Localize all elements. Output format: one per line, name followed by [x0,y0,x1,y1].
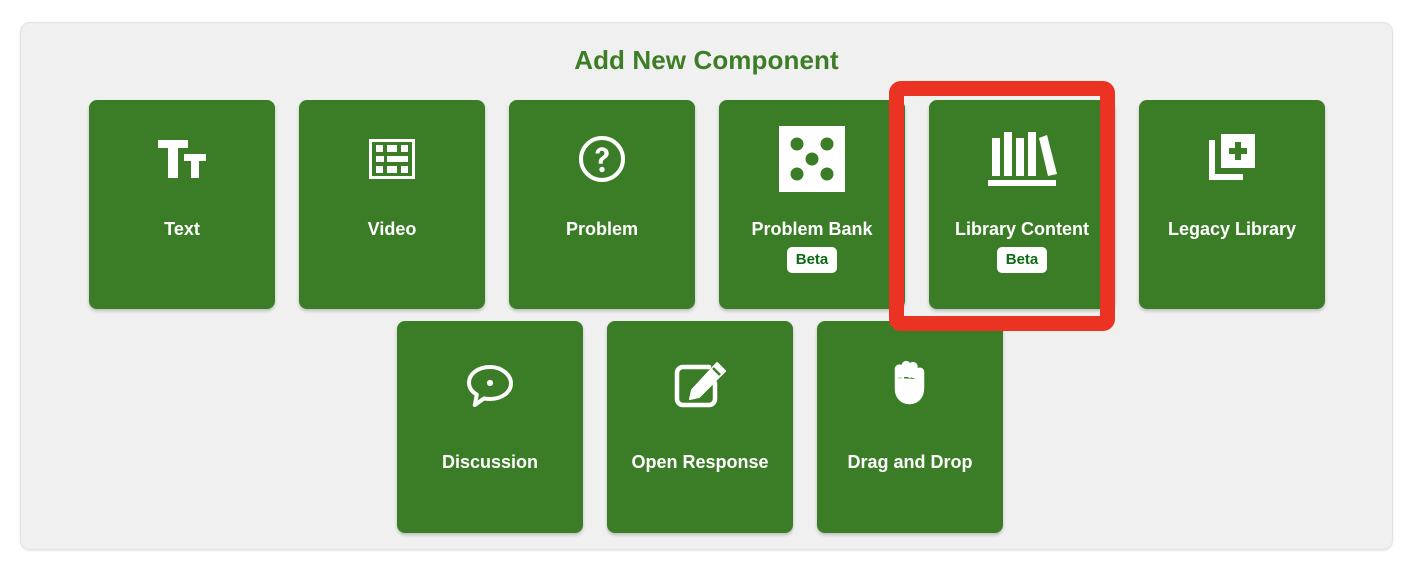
component-label: Problem [565,219,639,239]
text-tt-icon [89,100,275,218]
add-component-panel: Add New Component Text [20,22,1393,550]
component-button-text[interactable]: Text [89,100,275,309]
speech-bubble-icon [397,321,583,451]
bookshelf-icon [929,100,1115,218]
component-row-2: Discussion Open Response [397,321,1003,533]
component-button-legacy-library[interactable]: Legacy Library [1139,100,1325,309]
component-button-video[interactable]: Video [299,100,485,309]
status-badge-beta: Beta [996,247,1048,273]
component-button-library-content[interactable]: Library Content Beta [929,100,1115,309]
page-title: Add New Component [574,45,839,75]
component-label: Discussion [441,452,539,472]
component-label: Open Response [631,452,769,472]
component-button-problem[interactable]: Problem [509,100,695,309]
hand-icon [817,321,1003,451]
dice-five-icon [719,100,905,218]
component-button-discussion[interactable]: Discussion [397,321,583,533]
component-label: Problem Bank [751,219,873,239]
question-circle-icon [509,100,695,218]
component-button-problem-bank[interactable]: Problem Bank Beta [719,100,905,309]
status-badge-beta: Beta [786,247,838,273]
component-label: Legacy Library [1167,219,1297,239]
component-label: Library Content [954,219,1089,239]
component-label: Drag and Drop [847,452,973,472]
component-label: Video [367,219,417,239]
library-add-icon [1139,100,1325,218]
edit-pencil-box-icon [607,321,793,451]
component-row-1: Text Video [89,100,1325,309]
film-strip-icon [299,100,485,218]
component-button-open-response[interactable]: Open Response [607,321,793,533]
component-label: Text [164,219,200,239]
component-button-drag-and-drop[interactable]: Drag and Drop [817,321,1003,533]
